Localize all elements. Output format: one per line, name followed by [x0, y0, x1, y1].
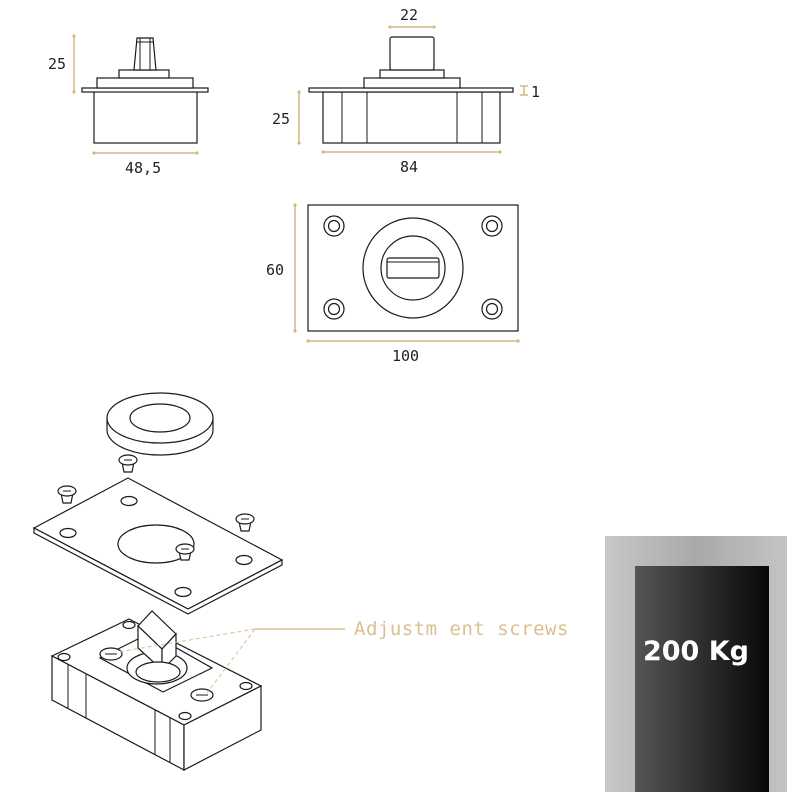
screw-hole-top-left	[323, 215, 345, 237]
screw-right	[235, 513, 255, 532]
screw-hole-bottom-left	[323, 298, 345, 320]
adjustment-screw-right	[190, 688, 214, 702]
front-view-height-label: 25	[272, 110, 290, 128]
screw-hole-bottom-right	[481, 298, 503, 320]
front-view-collar	[379, 69, 445, 79]
front-view-body	[322, 91, 501, 144]
front-view: 22 1 25 84	[272, 6, 540, 176]
side-view-body	[93, 90, 198, 144]
front-view-thickness-label: 1	[531, 83, 540, 101]
door-panel	[635, 566, 769, 792]
load-capacity-label: 200 Kg	[642, 636, 749, 667]
adjustment-screw-left	[99, 647, 123, 661]
front-view-knob-width-label: 22	[400, 6, 418, 24]
side-view-width-label: 48,5	[125, 159, 161, 177]
front-view-width-label: 84	[400, 158, 418, 176]
screw-left	[57, 485, 77, 504]
adjustment-screws-label: Adjustm ent screws	[354, 618, 569, 640]
exploded-isometric-view	[32, 392, 284, 771]
side-view-collar	[118, 69, 170, 79]
top-view-knob-slot	[386, 257, 440, 279]
side-view-knob	[133, 37, 157, 71]
front-view-knob	[389, 36, 435, 71]
cover-ring	[106, 392, 214, 456]
top-view-height-label: 60	[266, 261, 284, 279]
top-view: 60 100	[266, 203, 520, 365]
load-capacity-badge: 200 Kg	[605, 536, 787, 792]
top-view-width-label: 100	[392, 347, 419, 365]
side-view-base	[96, 77, 194, 89]
door-icon	[605, 536, 787, 792]
side-view: 25 48,5	[48, 34, 209, 177]
adjustment-screws-callout: Adjustm ent screws	[117, 618, 569, 694]
mounting-plate	[32, 477, 284, 615]
screw-top	[118, 454, 138, 473]
side-view-height-label: 25	[48, 55, 66, 73]
screw-hole-top-right	[481, 215, 503, 237]
front-view-base	[363, 77, 461, 89]
screw-plate	[175, 543, 195, 561]
rotating-knob	[135, 610, 181, 683]
